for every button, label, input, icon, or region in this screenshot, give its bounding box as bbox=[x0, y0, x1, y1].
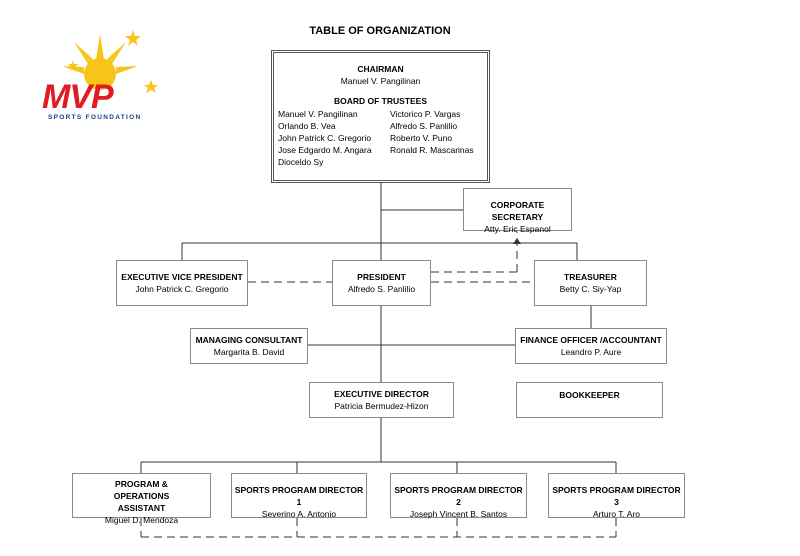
trustee-name: John Patrick C. Gregorio bbox=[278, 133, 372, 143]
position-title: SPORTS PROGRAM DIRECTOR 1 bbox=[234, 485, 364, 507]
trustee-name: Alfredo S. Panlilio bbox=[390, 121, 458, 131]
position-title: TREASURER bbox=[564, 272, 617, 282]
corporate-secretary-box: CORPORATE SECRETARY Atty. Eric Espanol bbox=[463, 188, 572, 234]
trustee-name: Orlando B. Vea bbox=[278, 121, 336, 131]
person-name: Miguel D. Mendoza bbox=[104, 515, 179, 525]
sports-program-director-2-box: SPORTS PROGRAM DIRECTOR 2 Joseph Vincent… bbox=[390, 473, 527, 519]
president-box: PRESIDENT Alfredo S. Panlilio bbox=[332, 260, 431, 306]
bookkeeper-box: BOOKKEEPER bbox=[516, 382, 663, 418]
person-name: Betty C. Siy-Yap bbox=[559, 284, 622, 294]
position-title: PROGRAM & OPERATIONS ASSISTANT bbox=[113, 479, 170, 513]
page-title: TABLE OF ORGANIZATION bbox=[309, 25, 451, 37]
position-title: PRESIDENT bbox=[357, 272, 406, 282]
position-title: BOOKKEEPER bbox=[559, 390, 620, 400]
trustee-name: Victorico P. Vargas bbox=[390, 109, 461, 119]
sports-program-director-3-box: SPORTS PROGRAM DIRECTOR 3 Arturo T. Aro bbox=[548, 473, 685, 519]
position-title: MANAGING CONSULTANT bbox=[195, 335, 303, 345]
trustee-name: Roberto V. Puno bbox=[390, 133, 453, 143]
position-title: EXECUTIVE DIRECTOR bbox=[334, 389, 429, 399]
sports-program-director-1-box: SPORTS PROGRAM DIRECTOR 1 Severino A. An… bbox=[231, 473, 367, 519]
position-title: SPORTS PROGRAM DIRECTOR 3 bbox=[552, 485, 681, 507]
executive-vice-president-box: EXECUTIVE VICE PRESIDENT John Patrick C.… bbox=[116, 260, 248, 306]
person-name: Alfredo S. Panlilio bbox=[347, 284, 416, 294]
logo-subtitle: SPORTS FOUNDATION bbox=[48, 114, 141, 121]
executive-director-box: EXECUTIVE DIRECTOR Patricia Bermudez-Hiz… bbox=[309, 382, 454, 418]
person-name: Patricia Bermudez-Hizon bbox=[334, 401, 429, 411]
position-title: FINANCE OFFICER /ACCOUNTANT bbox=[520, 335, 662, 345]
position-title: CORPORATE SECRETARY bbox=[490, 200, 545, 222]
position-title: SPORTS PROGRAM DIRECTOR 2 bbox=[394, 485, 523, 507]
person-name: Leandro P. Aure bbox=[560, 347, 622, 357]
trustees-column-right: Victorico P. Vargas Alfredo S. Panlilio … bbox=[390, 108, 490, 168]
chairman-title: CHAIRMAN bbox=[357, 64, 404, 74]
program-operations-assistant-box: PROGRAM & OPERATIONS ASSISTANT Miguel D.… bbox=[72, 473, 211, 525]
trustee-name: Manuel V. Pangilinan bbox=[278, 109, 358, 119]
person-name: Arturo T. Aro bbox=[592, 509, 641, 519]
chairman-board-box: CHAIRMAN Manuel V. Pangilinan BOARD OF T… bbox=[271, 50, 490, 183]
board-of-trustees-title: BOARD OF TRUSTEES bbox=[333, 96, 428, 106]
finance-officer-box: FINANCE OFFICER /ACCOUNTANT Leandro P. A… bbox=[515, 328, 667, 364]
trustee-name: Jose Edgardo M. Angara bbox=[278, 145, 372, 155]
logo-graphic: MVP SPORTS FOUNDATION bbox=[42, 30, 158, 121]
trustee-name: Ronald R. Mascarinas bbox=[390, 145, 474, 155]
person-name: Atty. Eric Espanol bbox=[484, 224, 551, 234]
managing-consultant-box: MANAGING CONSULTANT Margarita B. David bbox=[190, 328, 308, 364]
position-title: EXECUTIVE VICE PRESIDENT bbox=[121, 272, 243, 282]
trustees-column-left: Manuel V. Pangilinan Orlando B. Vea John… bbox=[278, 108, 390, 168]
chairman-name: Manuel V. Pangilinan bbox=[340, 76, 421, 86]
mvp-sports-foundation-logo: MVP SPORTS FOUNDATION bbox=[38, 22, 168, 122]
person-name: John Patrick C. Gregorio bbox=[135, 284, 229, 294]
person-name: Severino A. Antonio bbox=[261, 509, 337, 519]
trustees-list: Manuel V. Pangilinan Orlando B. Vea John… bbox=[278, 108, 487, 168]
person-name: Margarita B. David bbox=[213, 347, 285, 357]
person-name: Joseph Vincent B. Santos bbox=[409, 509, 508, 519]
trustee-name: Dioceldo Sy bbox=[278, 157, 324, 167]
logo-wordmark: MVP bbox=[42, 78, 114, 116]
treasurer-box: TREASURER Betty C. Siy-Yap bbox=[534, 260, 647, 306]
